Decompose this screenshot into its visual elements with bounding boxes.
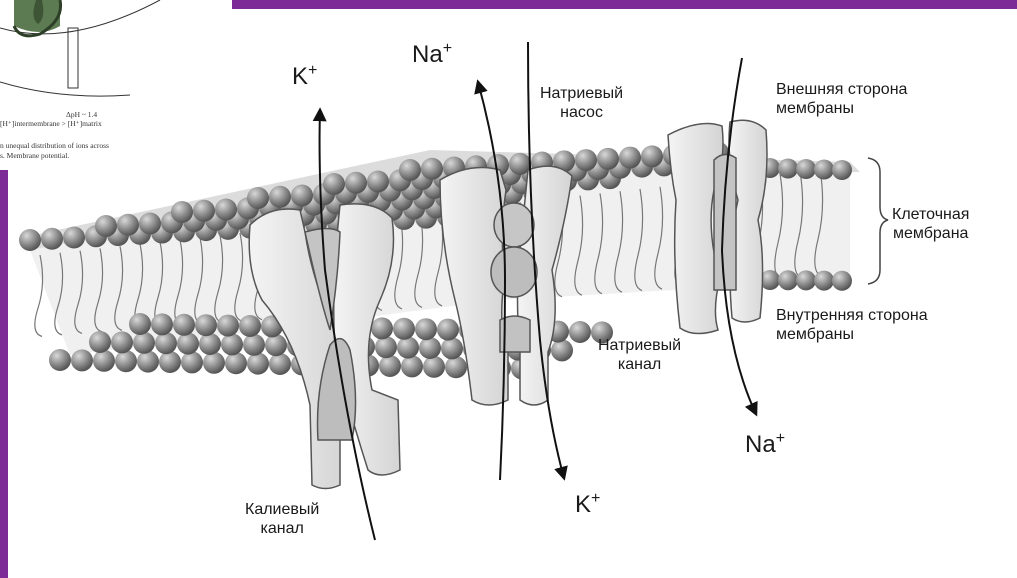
inset-proton-ratio: [H⁺]intermembrane > [H⁺]matrix	[0, 119, 102, 128]
na-inside-label: Na+	[745, 430, 785, 459]
k-inside-label: K+	[575, 490, 600, 519]
inset-caption-2: s. Membrane potential.	[0, 151, 69, 160]
na-outside-label: Na+	[412, 40, 452, 69]
sodium-channel	[668, 120, 767, 333]
inset-figure: ΔpH ~ 1.4 [H⁺]intermembrane > [H⁺]matrix…	[0, 0, 232, 170]
membrane-bracket	[868, 158, 888, 284]
k-outside-label: K+	[292, 62, 317, 91]
inset-caption-1: n unequal distribution of ions across	[0, 141, 109, 150]
inset-delta-ph: ΔpH ~ 1.4	[66, 110, 97, 119]
